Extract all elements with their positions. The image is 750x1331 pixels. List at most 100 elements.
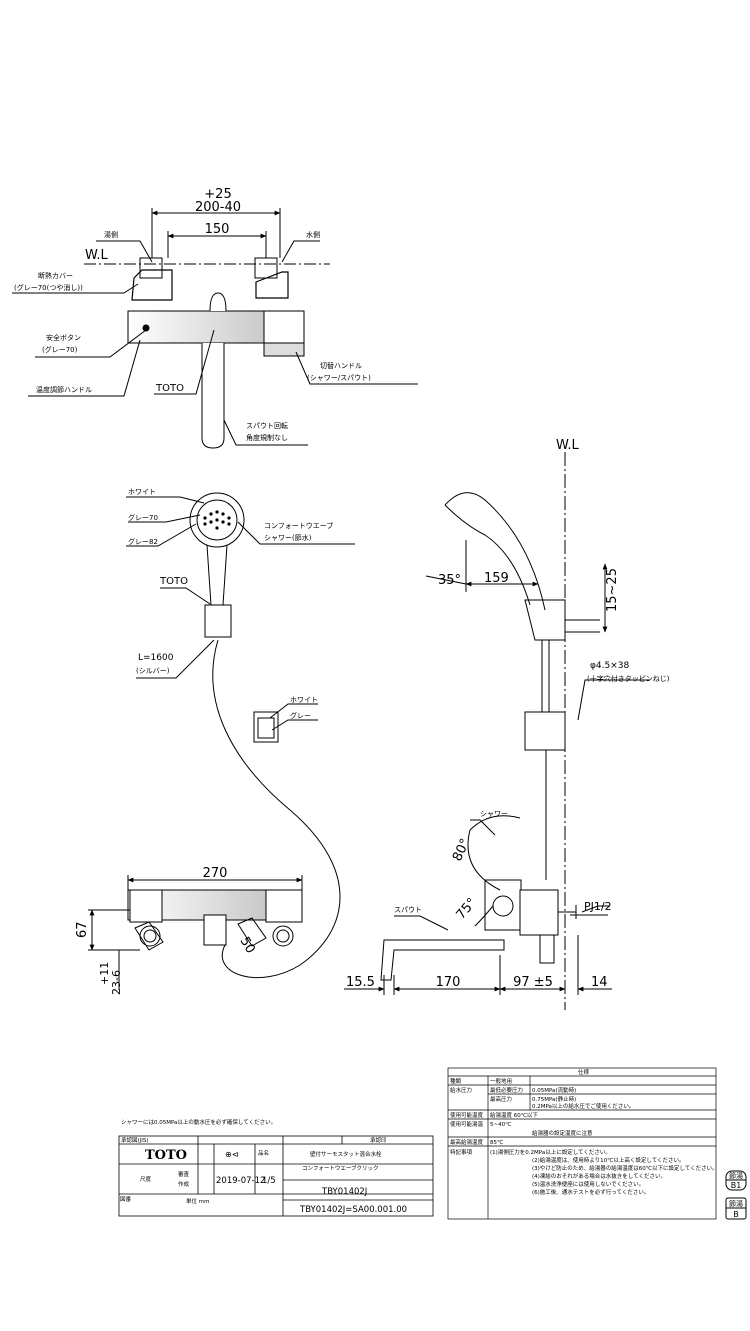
screw-size: φ4.5×38 — [590, 661, 630, 671]
spec-cell-k: 特記事項 — [450, 1148, 473, 1156]
dim-35-degrees: 35° — [438, 573, 461, 588]
spec-cell-v: 給湯温度 60℃以下 — [490, 1111, 538, 1119]
spec-cell-k: 種類 — [450, 1077, 462, 1085]
drawn-by-header: 承認図(JIS) — [121, 1136, 149, 1144]
badge-b-top: 節湯 — [729, 1199, 743, 1208]
header-name: 品名 — [258, 1149, 269, 1157]
label-toto-top: TOTO — [155, 383, 184, 394]
spec-cell-v: 0.75MPa(静止時) — [532, 1095, 576, 1103]
spec-cell-v: 85℃ — [490, 1139, 503, 1146]
spec-title: 仕様 — [578, 1068, 590, 1076]
label-safety-button: 安全ボタン — [46, 333, 81, 342]
spec-cell-k: 給水圧力 — [450, 1086, 472, 1094]
note-text: シャワーには0.05MPa以上の動水圧を必ず確保してください。 — [121, 1118, 276, 1126]
badge-b-bottom: B — [733, 1210, 739, 1219]
badge-b — [725, 1197, 747, 1220]
spec-cell-v: 0.05MPa(流動時) — [532, 1086, 576, 1094]
label-hose-length: L=1600 — [138, 653, 174, 663]
nozzle-dots — [203, 510, 231, 530]
dim-15-5: 15.5 — [346, 975, 375, 990]
label-spout-rotate-sub: 角度規制なし — [246, 433, 288, 442]
label-spout-rotate: スパウト回転 — [246, 422, 288, 430]
col-c: 作成 — [178, 1180, 190, 1188]
spec-cell-v: (5)温水洗浄便座には使用しないでください。 — [532, 1180, 644, 1188]
dim-15-25: 15~25 — [605, 568, 620, 612]
col-b: 審査 — [178, 1170, 190, 1178]
label-toto-shower: TOTO — [159, 576, 188, 587]
label-comfort-wave-sub: シャワー(節水) — [264, 533, 312, 542]
label-comfort-wave: コンフォートウエーブ — [264, 521, 333, 530]
dim-23-6: 23-6 — [110, 970, 123, 995]
dim-270: 270 — [203, 866, 228, 881]
spec-cell-v: 0.2MPa以上の給水圧でご使用ください。 — [532, 1102, 634, 1110]
badge-b1-bottom: B1 — [731, 1181, 742, 1190]
projection-symbol: ⊕⊲ — [225, 1150, 238, 1159]
model-number: TBY01402J — [321, 1187, 367, 1197]
spec-cell-v: (6)施工後、通水テストを必ず行ってください。 — [532, 1188, 649, 1196]
shower-view — [126, 492, 355, 979]
label-shower-side: シャワー — [480, 810, 508, 818]
dim-plus25: +25 — [204, 187, 231, 202]
dim-75-degrees: 75° — [454, 895, 480, 922]
title-block — [118, 1135, 434, 1217]
toto-logo: TOTO — [145, 1148, 187, 1163]
label-white: ホワイト — [128, 488, 156, 496]
spec-cell-k: 使用可能湯温 — [450, 1120, 484, 1128]
label-temp-handle: 温度調節ハンドル — [36, 385, 92, 394]
top-view — [12, 208, 418, 449]
top-view-text: +25 200-40 150 W.L 湯側 水側 断熱カバー (グレー70(つや… — [14, 187, 371, 442]
spec-cell-k: 最高給湯温度 — [450, 1138, 484, 1146]
dim-14: 14 — [591, 975, 608, 990]
dim-67: 67 — [75, 921, 90, 938]
label-gray70: グレー70 — [128, 513, 158, 522]
spec-cell-v: (2)給湯温度は、使用時より10℃以上高く設定してください。 — [532, 1156, 685, 1164]
dim-50: 50 — [237, 935, 258, 957]
product-name: 壁付サーモスタット混合水栓 — [310, 1150, 382, 1158]
dim-plus11: +11 — [98, 962, 111, 985]
label-insulation-cover-sub: (グレー70(つや消し)) — [14, 283, 83, 292]
label-switch-handle-sub: (シャワー/スパウト) — [307, 374, 371, 382]
label-insulation-cover: 断熱カバー — [38, 271, 73, 280]
label-safety-button-sub: (グレー70) — [42, 345, 78, 354]
unit-label: 単位 mm — [186, 1197, 209, 1205]
spec-cell-k2: 最低必要圧力 — [490, 1086, 523, 1094]
spec-cell-v: (1)湯側圧力を0.2MPa以上に設定してください。 — [490, 1148, 611, 1156]
label-hose-sub: (シルバー) — [136, 667, 170, 675]
date-value: 2019-07-12 — [216, 1176, 265, 1186]
dim-159: 159 — [484, 571, 509, 586]
spec-cell-k: 使用可能温度 — [450, 1111, 484, 1119]
product-sub: コンフォートウエーブクリック — [302, 1164, 379, 1172]
label-spout-side: スパウト — [394, 906, 422, 914]
front-view-text: 270 67 50 +11 23-6 — [75, 866, 258, 995]
badge-b1-top: 節湯 — [729, 1171, 743, 1180]
label-holder-gray: グレー — [290, 711, 311, 720]
spec-cell-v: (3)やけど防止のため、給湯器の給湯温度は60℃以下に設定してください。 — [532, 1164, 718, 1172]
badge-b1 — [725, 1170, 747, 1191]
dim-97: 97 ±5 — [513, 975, 553, 990]
shower-view-text: ホワイト グレー70 グレー82 コンフォートウエーブ シャワー(節水) TOT… — [128, 488, 333, 720]
col-a: 尺度 — [140, 1175, 152, 1183]
spec-cell-k2: 最高圧力 — [490, 1095, 512, 1103]
drawing-number: TBY01402J=SA00.001.00 — [299, 1205, 407, 1215]
screw-sub: (十字穴付きタッピンねじ) — [587, 674, 670, 683]
dim-200-40: 200-40 — [195, 200, 241, 215]
spec-table — [447, 1067, 717, 1220]
side-view — [344, 452, 650, 1010]
title-block-text: シャワーには0.05MPa以上の動水圧を必ず確保してください。 承認図(JIS)… — [120, 1118, 407, 1215]
spec-cell-v: 一般地用 — [490, 1077, 512, 1085]
spec-cell-v: 5~40℃ — [490, 1121, 511, 1128]
footer-label: 図番 — [120, 1196, 132, 1203]
dim-pj: PJ1/2 — [584, 900, 612, 913]
water-line-label: W.L — [85, 248, 108, 263]
water-line-label-side: W.L — [556, 438, 579, 453]
approval-label: 承認印 — [370, 1136, 387, 1144]
label-switch-handle: 切替ハンドル — [320, 361, 362, 370]
spec-cell-v: (4)凍結のおそれがある場合は水抜きをしてください。 — [532, 1172, 666, 1180]
dim-170: 170 — [436, 975, 461, 990]
label-hot-side: 湯側 — [104, 230, 118, 239]
front-view — [88, 875, 303, 990]
label-gray82: グレー82 — [128, 537, 158, 546]
dim-150: 150 — [205, 222, 230, 237]
